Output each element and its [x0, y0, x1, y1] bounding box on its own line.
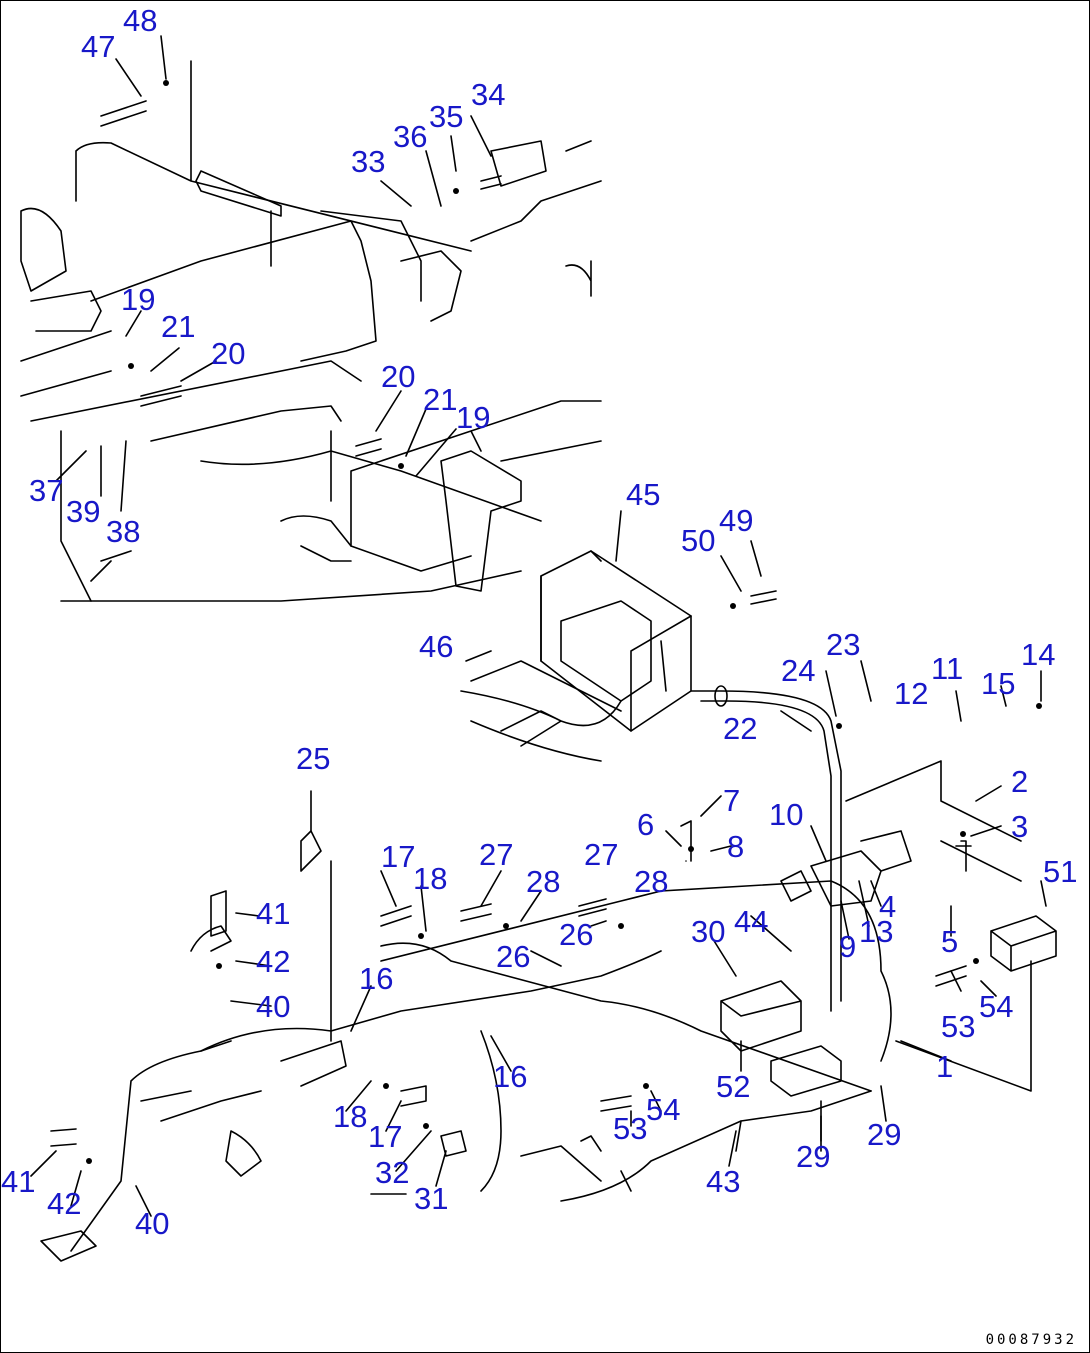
callout-label: 19	[121, 282, 156, 317]
callout-label: 47	[81, 29, 116, 64]
callout-label: 3	[1011, 809, 1029, 844]
callout-label: 29	[796, 1139, 831, 1174]
callout-label: 32	[375, 1155, 410, 1190]
callout-label: 30	[691, 914, 726, 949]
callout-label: 11	[931, 651, 964, 686]
callout-label: 21	[423, 382, 458, 417]
callout-label: 10	[769, 797, 804, 832]
callout-label: 16	[493, 1059, 528, 1094]
callout-label: 29	[867, 1117, 902, 1152]
callout-label: 24	[781, 653, 816, 688]
callout-label: 8	[727, 829, 745, 864]
callout-label: 44	[734, 904, 769, 939]
callout-label: 48	[123, 3, 158, 38]
callout-label: 21	[161, 309, 196, 344]
callout-label: 54	[979, 989, 1014, 1024]
callout-label: 46	[419, 629, 454, 664]
callout-label: 9	[839, 929, 857, 964]
callout-label: 13	[859, 914, 894, 949]
callout-label: 45	[626, 477, 661, 512]
callout-label: 14	[1021, 637, 1056, 672]
callout-label: 18	[333, 1099, 368, 1134]
callout-label: 42	[256, 944, 291, 979]
callout-label: 42	[47, 1186, 82, 1221]
callout-label: 26	[559, 917, 594, 952]
callout-label: 20	[381, 359, 416, 394]
callout-label: 40	[256, 989, 291, 1024]
callout-label: 16	[359, 961, 394, 996]
callout-label: 7	[723, 783, 741, 818]
callout-label: 19	[456, 400, 491, 435]
callout-label: 49	[719, 503, 754, 538]
callout-label: 34	[471, 77, 506, 112]
callout-label: 54	[646, 1092, 681, 1127]
callout-label: 41	[1, 1164, 36, 1199]
callout-label: 31	[414, 1181, 449, 1216]
callout-label: 41	[256, 896, 291, 931]
callout-label: 39	[66, 494, 101, 529]
callout-label: 6	[637, 807, 655, 842]
callout-label: 38	[106, 514, 141, 549]
callout-label: 1	[936, 1049, 954, 1084]
drawing-number: 00087932	[985, 1332, 1077, 1348]
callout-label: 25	[296, 741, 331, 776]
callout-label: 20	[211, 336, 246, 371]
callout-label: 33	[351, 144, 386, 179]
callout-label: 28	[526, 864, 561, 899]
callout-label: 18	[413, 861, 448, 896]
callout-label: 17	[381, 839, 416, 874]
callout-label: 28	[634, 864, 669, 899]
callout-label: 40	[135, 1206, 170, 1241]
callout-label: 12	[894, 676, 929, 711]
callout-label: 52	[716, 1069, 751, 1104]
callout-label: 37	[29, 473, 64, 508]
callout-label: 23	[826, 627, 861, 662]
callout-label: 26	[496, 939, 531, 974]
callout-label: 5	[941, 924, 959, 959]
callout-label: 17	[368, 1119, 403, 1154]
callout-label: 35	[429, 99, 464, 134]
callout-label: 27	[479, 837, 514, 872]
callout-label: 27	[584, 837, 619, 872]
callout-label: 53	[941, 1009, 976, 1044]
callout-label: 51	[1043, 854, 1078, 889]
callout-label: 4	[879, 889, 897, 924]
callout-label: 50	[681, 523, 716, 558]
callout-label: 22	[723, 711, 758, 746]
callout-label: 36	[393, 119, 428, 154]
callout-label: 43	[706, 1164, 741, 1199]
callout-label: 53	[613, 1111, 648, 1146]
callout-label: 2	[1011, 764, 1029, 799]
callout-label: 15	[981, 666, 1016, 701]
